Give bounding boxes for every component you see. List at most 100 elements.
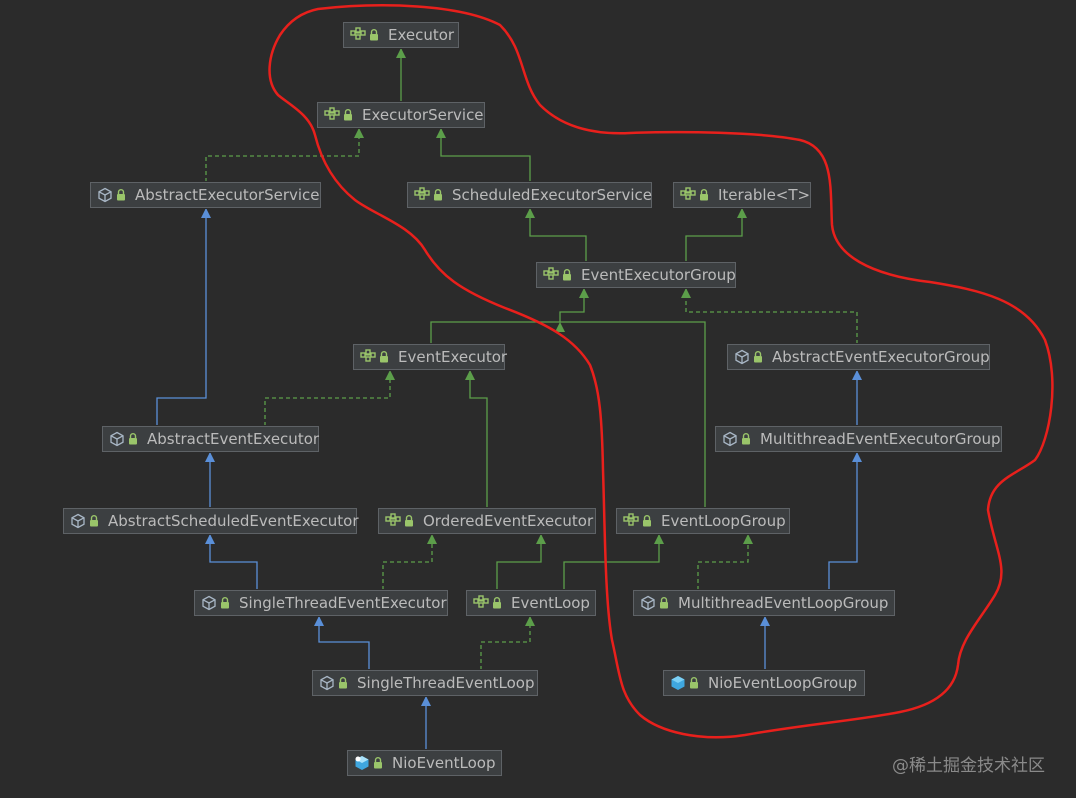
node-SingleThreadEventExecutor[interactable]: SingleThreadEventExecutor — [194, 590, 448, 616]
arrowhead — [525, 616, 535, 626]
lock-icon — [641, 514, 653, 528]
edge-AbstractEventExecutor-to-AbstractExecutorService — [156, 208, 211, 426]
node-NioEventLoopGroup[interactable]: NioEventLoopGroup — [663, 670, 865, 696]
lock-icon — [342, 108, 354, 122]
lock-icon — [88, 514, 100, 528]
node-ExecutorService[interactable]: ExecutorService — [317, 102, 485, 128]
node-AbstractEventExecutor[interactable]: AbstractEventExecutor — [102, 426, 319, 452]
node-EventExecutorGroup[interactable]: EventExecutorGroup — [536, 262, 736, 288]
node-label: AbstractScheduledEventExecutor — [108, 512, 359, 530]
arrowhead — [201, 208, 211, 218]
node-OrderedEventExecutor[interactable]: OrderedEventExecutor — [378, 508, 596, 534]
edge-MultithreadEventLoopGroup-to-MultithreadEventExecutorGroup — [828, 452, 862, 590]
edge-EventExecutor-to-EventExecutorGroup — [430, 288, 589, 344]
arrowhead — [205, 534, 215, 544]
interface-icon — [680, 187, 696, 203]
watermark: @稀土掘金技术社区 — [892, 756, 1045, 776]
node-label: EventLoopGroup — [661, 512, 786, 530]
lock-icon — [698, 188, 710, 202]
lock-icon — [115, 188, 127, 202]
class-icon — [670, 675, 686, 691]
edge-SingleThreadEventLoop-to-EventLoop — [480, 616, 535, 670]
interface-icon — [385, 513, 401, 529]
node-label: EventExecutorGroup — [581, 266, 736, 284]
edge-ScheduledExecutorService-to-ExecutorService — [436, 128, 531, 182]
abstract-class-icon — [722, 431, 738, 447]
edge-EventLoop-to-OrderedEventExecutor — [496, 534, 546, 590]
lock-icon — [752, 350, 764, 364]
node-EventLoop[interactable]: EventLoop — [466, 590, 596, 616]
edge-ExecutorService-to-Executor — [396, 48, 406, 102]
arrowhead — [555, 322, 565, 332]
node-SingleThreadEventLoop[interactable]: SingleThreadEventLoop — [312, 670, 538, 696]
node-label: MultithreadEventExecutorGroup — [760, 430, 1001, 448]
node-EventExecutor[interactable]: EventExecutor — [353, 344, 508, 370]
arrowhead — [314, 616, 324, 626]
arrowhead — [465, 370, 475, 380]
lock-icon — [740, 432, 752, 446]
arrowhead — [525, 208, 535, 218]
node-label: NioEventLoopGroup — [708, 674, 858, 692]
edge-AbstractScheduledEventExecutor-to-AbstractEventExecutor — [205, 452, 215, 508]
arrowhead — [354, 128, 364, 138]
node-NioEventLoop[interactable]: NioEventLoop — [347, 750, 502, 776]
lock-icon — [688, 676, 700, 690]
edge-EventExecutorGroup-to-ScheduledExecutorService — [525, 208, 587, 262]
abstract-class-icon — [97, 187, 113, 203]
edge-AbstractEventExecutorGroup-to-EventExecutorGroup — [681, 288, 858, 344]
lock-icon — [491, 596, 503, 610]
lock-icon — [337, 676, 349, 690]
interface-icon — [350, 27, 366, 43]
node-Executor[interactable]: Executor — [343, 22, 459, 48]
interface-icon — [324, 107, 340, 123]
abstract-class-icon — [640, 595, 656, 611]
lock-icon — [378, 350, 390, 364]
node-label: ScheduledExecutorService — [452, 186, 652, 204]
edge-SingleThreadEventExecutor-to-OrderedEventExecutor — [382, 534, 437, 590]
node-label: SingleThreadEventLoop — [357, 674, 535, 692]
edge-MultithreadEventExecutorGroup-to-AbstractEventExecutorGroup — [852, 370, 862, 426]
arrowhead — [421, 696, 431, 706]
node-AbstractScheduledEventExecutor[interactable]: AbstractScheduledEventExecutor — [63, 508, 359, 534]
arrowhead — [654, 534, 664, 544]
node-label: SingleThreadEventExecutor — [239, 594, 447, 612]
arrowhead — [385, 370, 395, 380]
edge-MultithreadEventLoopGroup-to-EventLoopGroup — [697, 534, 753, 590]
node-ScheduledExecutorService[interactable]: ScheduledExecutorService — [407, 182, 652, 208]
arrowhead — [852, 452, 862, 462]
node-label: AbstractEventExecutor — [147, 430, 320, 448]
interface-icon — [360, 349, 376, 365]
lock-icon — [219, 596, 231, 610]
interface-icon — [473, 595, 489, 611]
node-label: AbstractExecutorService — [135, 186, 320, 204]
arrowhead — [681, 288, 691, 298]
edge-SingleThreadEventLoop-to-SingleThreadEventExecutor — [314, 616, 370, 670]
lock-icon — [561, 268, 573, 282]
node-AbstractEventExecutorGroup[interactable]: AbstractEventExecutorGroup — [727, 344, 990, 370]
edge-EventExecutorGroup-to-Iterable — [685, 208, 747, 262]
node-Iterable[interactable]: Iterable<T> — [673, 182, 811, 208]
node-EventLoopGroup[interactable]: EventLoopGroup — [616, 508, 790, 534]
node-AbstractExecutorService[interactable]: AbstractExecutorService — [90, 182, 321, 208]
arrowhead — [205, 452, 215, 462]
node-label: EventExecutor — [398, 348, 508, 366]
node-MultithreadEventLoopGroup[interactable]: MultithreadEventLoopGroup — [633, 590, 895, 616]
node-MultithreadEventExecutorGroup[interactable]: MultithreadEventExecutorGroup — [715, 426, 1002, 452]
node-label: Executor — [388, 26, 455, 44]
lock-icon — [127, 432, 139, 446]
edge-AbstractEventExecutor-to-EventExecutor — [264, 370, 395, 426]
arrowhead — [852, 370, 862, 380]
arrowhead — [427, 534, 437, 544]
edge-SingleThreadEventExecutor-to-AbstractScheduledEventExecutor — [205, 534, 258, 590]
arrowhead — [396, 48, 406, 58]
interface-icon — [623, 513, 639, 529]
lock-icon — [658, 596, 670, 610]
lock-icon — [372, 756, 384, 770]
arrowhead — [436, 128, 446, 138]
node-label: Iterable<T> — [718, 186, 811, 204]
arrowhead — [743, 534, 753, 544]
abstract-class-icon — [734, 349, 750, 365]
abstract-class-icon — [201, 595, 217, 611]
node-label: NioEventLoop — [392, 754, 496, 772]
